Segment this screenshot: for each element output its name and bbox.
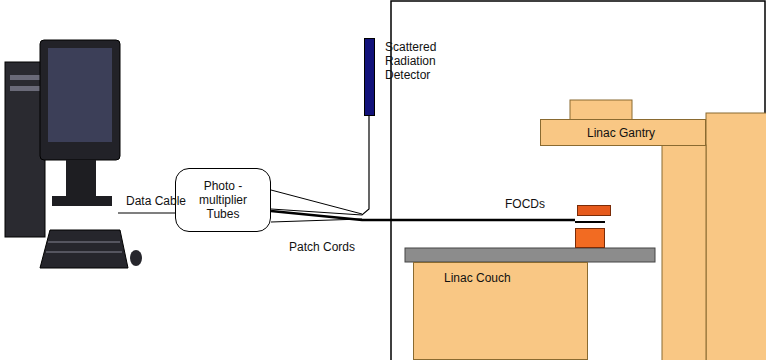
patch-cord bbox=[271, 190, 362, 214]
focd-lower bbox=[575, 228, 605, 248]
detector-bar bbox=[364, 38, 375, 116]
monitor-stand bbox=[66, 160, 96, 200]
detector-cable bbox=[271, 116, 369, 215]
computer-tower bbox=[5, 62, 45, 237]
patch-cord bbox=[271, 219, 362, 222]
couch-base: Linac Couch bbox=[413, 262, 588, 360]
fiber-cable bbox=[271, 211, 575, 220]
monitor bbox=[40, 40, 120, 160]
monitor-base bbox=[52, 196, 112, 206]
fiber-end bbox=[575, 221, 605, 223]
monitor-screen bbox=[48, 48, 112, 142]
part-label: FOCDs bbox=[505, 197, 545, 211]
box-label: Photo - multiplier Tubes bbox=[184, 179, 262, 221]
part-name: Linac Couch bbox=[444, 271, 583, 285]
data-cable bbox=[118, 212, 175, 213]
cable-label: Patch Cords bbox=[289, 240, 355, 254]
part-name: Linac Gantry bbox=[587, 126, 701, 140]
drive-bay bbox=[10, 75, 40, 80]
part-label: Scattered Radiation Detector bbox=[385, 40, 463, 82]
couch-top bbox=[405, 248, 655, 262]
key-row bbox=[46, 251, 122, 253]
gantry-column bbox=[662, 145, 706, 360]
cable-label: Data Cable bbox=[126, 194, 186, 208]
key-row bbox=[48, 241, 120, 243]
keyboard bbox=[40, 230, 128, 268]
gantry-body bbox=[706, 113, 766, 360]
mouse bbox=[130, 250, 142, 266]
focd-upper bbox=[577, 205, 611, 216]
computer bbox=[5, 40, 142, 268]
drive-bay bbox=[10, 86, 40, 91]
scattered-radiation-detector: Scattered Radiation Detector bbox=[364, 38, 464, 116]
gantry-arm: Linac Gantry bbox=[540, 119, 706, 146]
gantry-head bbox=[570, 100, 632, 120]
pmt-box: Photo - multiplier Tubes bbox=[175, 168, 271, 232]
focd-detector: FOCDs bbox=[575, 205, 611, 248]
